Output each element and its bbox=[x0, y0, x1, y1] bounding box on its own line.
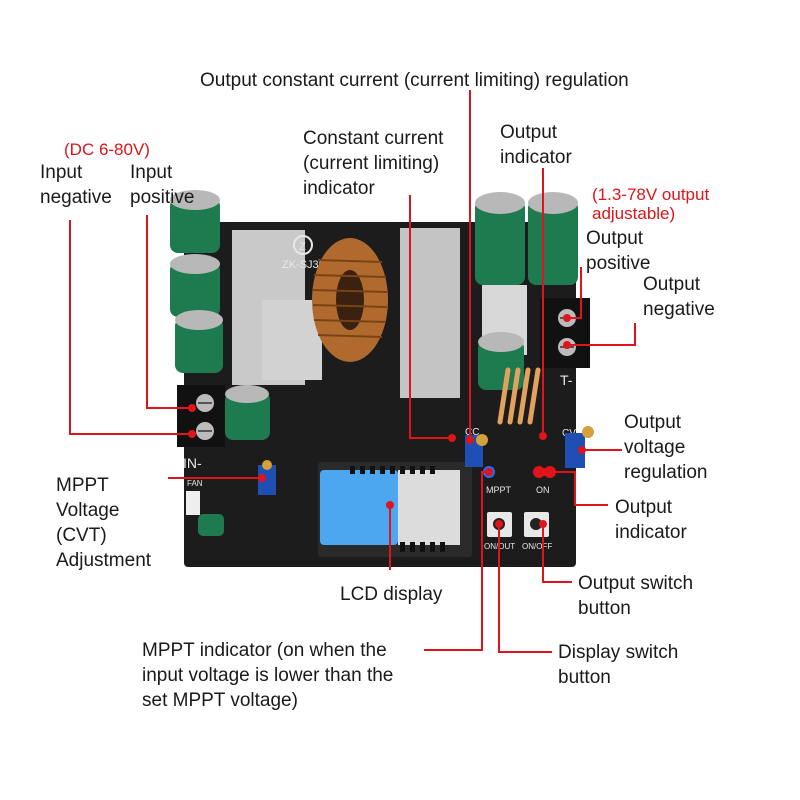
fan-connector bbox=[186, 491, 200, 515]
label-cc-indicator: Constant current (current limiting) indi… bbox=[303, 128, 444, 199]
svg-text:FAN: FAN bbox=[187, 479, 203, 488]
label-output-indicator-bottom: Output indicator bbox=[615, 497, 687, 543]
label-input-positive: Input positive bbox=[130, 162, 195, 208]
leader-output-switch bbox=[542, 524, 572, 583]
leader-output-negative bbox=[567, 323, 636, 346]
board-model: ZK-SJ30 bbox=[282, 259, 325, 271]
output-terminal-block bbox=[540, 298, 590, 368]
label-output-indicator-top: Output indicator bbox=[500, 122, 572, 168]
lcd-screen bbox=[320, 470, 398, 545]
label-lcd-display: LCD display bbox=[340, 584, 443, 605]
label-mppt-adjustment: MPPT Voltage (CVT) Adjustment bbox=[56, 475, 152, 571]
brand-logo bbox=[293, 235, 313, 255]
label-cc-regulation: Output constant current (current limitin… bbox=[200, 70, 629, 91]
silk-input-negative: IN- bbox=[183, 455, 202, 471]
input-capacitors bbox=[170, 190, 223, 373]
leader-lines bbox=[69, 90, 636, 653]
leader-output-positive bbox=[567, 267, 582, 319]
label-output-switch-button: Output switch button bbox=[578, 573, 694, 619]
output-led bbox=[533, 466, 545, 478]
leader-cc-indicator bbox=[409, 195, 452, 439]
leader-input-negative bbox=[69, 220, 192, 435]
svg-text:ON/OFF: ON/OFF bbox=[522, 542, 552, 551]
output-capacitors bbox=[475, 192, 578, 390]
label-display-switch-button: Display switch button bbox=[558, 642, 679, 688]
label-output-positive: Output positive bbox=[586, 228, 651, 274]
leader-input-positive bbox=[146, 215, 192, 409]
leader-output-indicator-bottom bbox=[545, 471, 608, 506]
brand-logo-letter: Z bbox=[299, 241, 306, 253]
svg-text:CC: CC bbox=[465, 427, 479, 438]
label-output-range: (1.3-78V output adjustable) bbox=[592, 185, 710, 223]
small-capacitor bbox=[225, 392, 270, 440]
resistor-pins bbox=[497, 367, 541, 425]
svg-text:ON: ON bbox=[536, 485, 550, 495]
label-output-negative: Output negative bbox=[643, 274, 715, 320]
silk-output-negative: T- bbox=[560, 372, 573, 388]
svg-text:MPPT: MPPT bbox=[486, 485, 512, 495]
leader-display-switch bbox=[498, 524, 552, 653]
label-input-range: (DC 6-80V) bbox=[64, 140, 150, 159]
label-output-voltage-regulation: Output voltage regulation bbox=[624, 412, 708, 483]
label-input-negative: Input negative bbox=[40, 162, 112, 208]
leader-dots bbox=[188, 314, 586, 528]
potentiometers bbox=[258, 426, 594, 495]
label-mppt-indicator: MPPT indicator (on when the input voltag… bbox=[142, 640, 394, 711]
input-terminal-block bbox=[177, 385, 225, 447]
